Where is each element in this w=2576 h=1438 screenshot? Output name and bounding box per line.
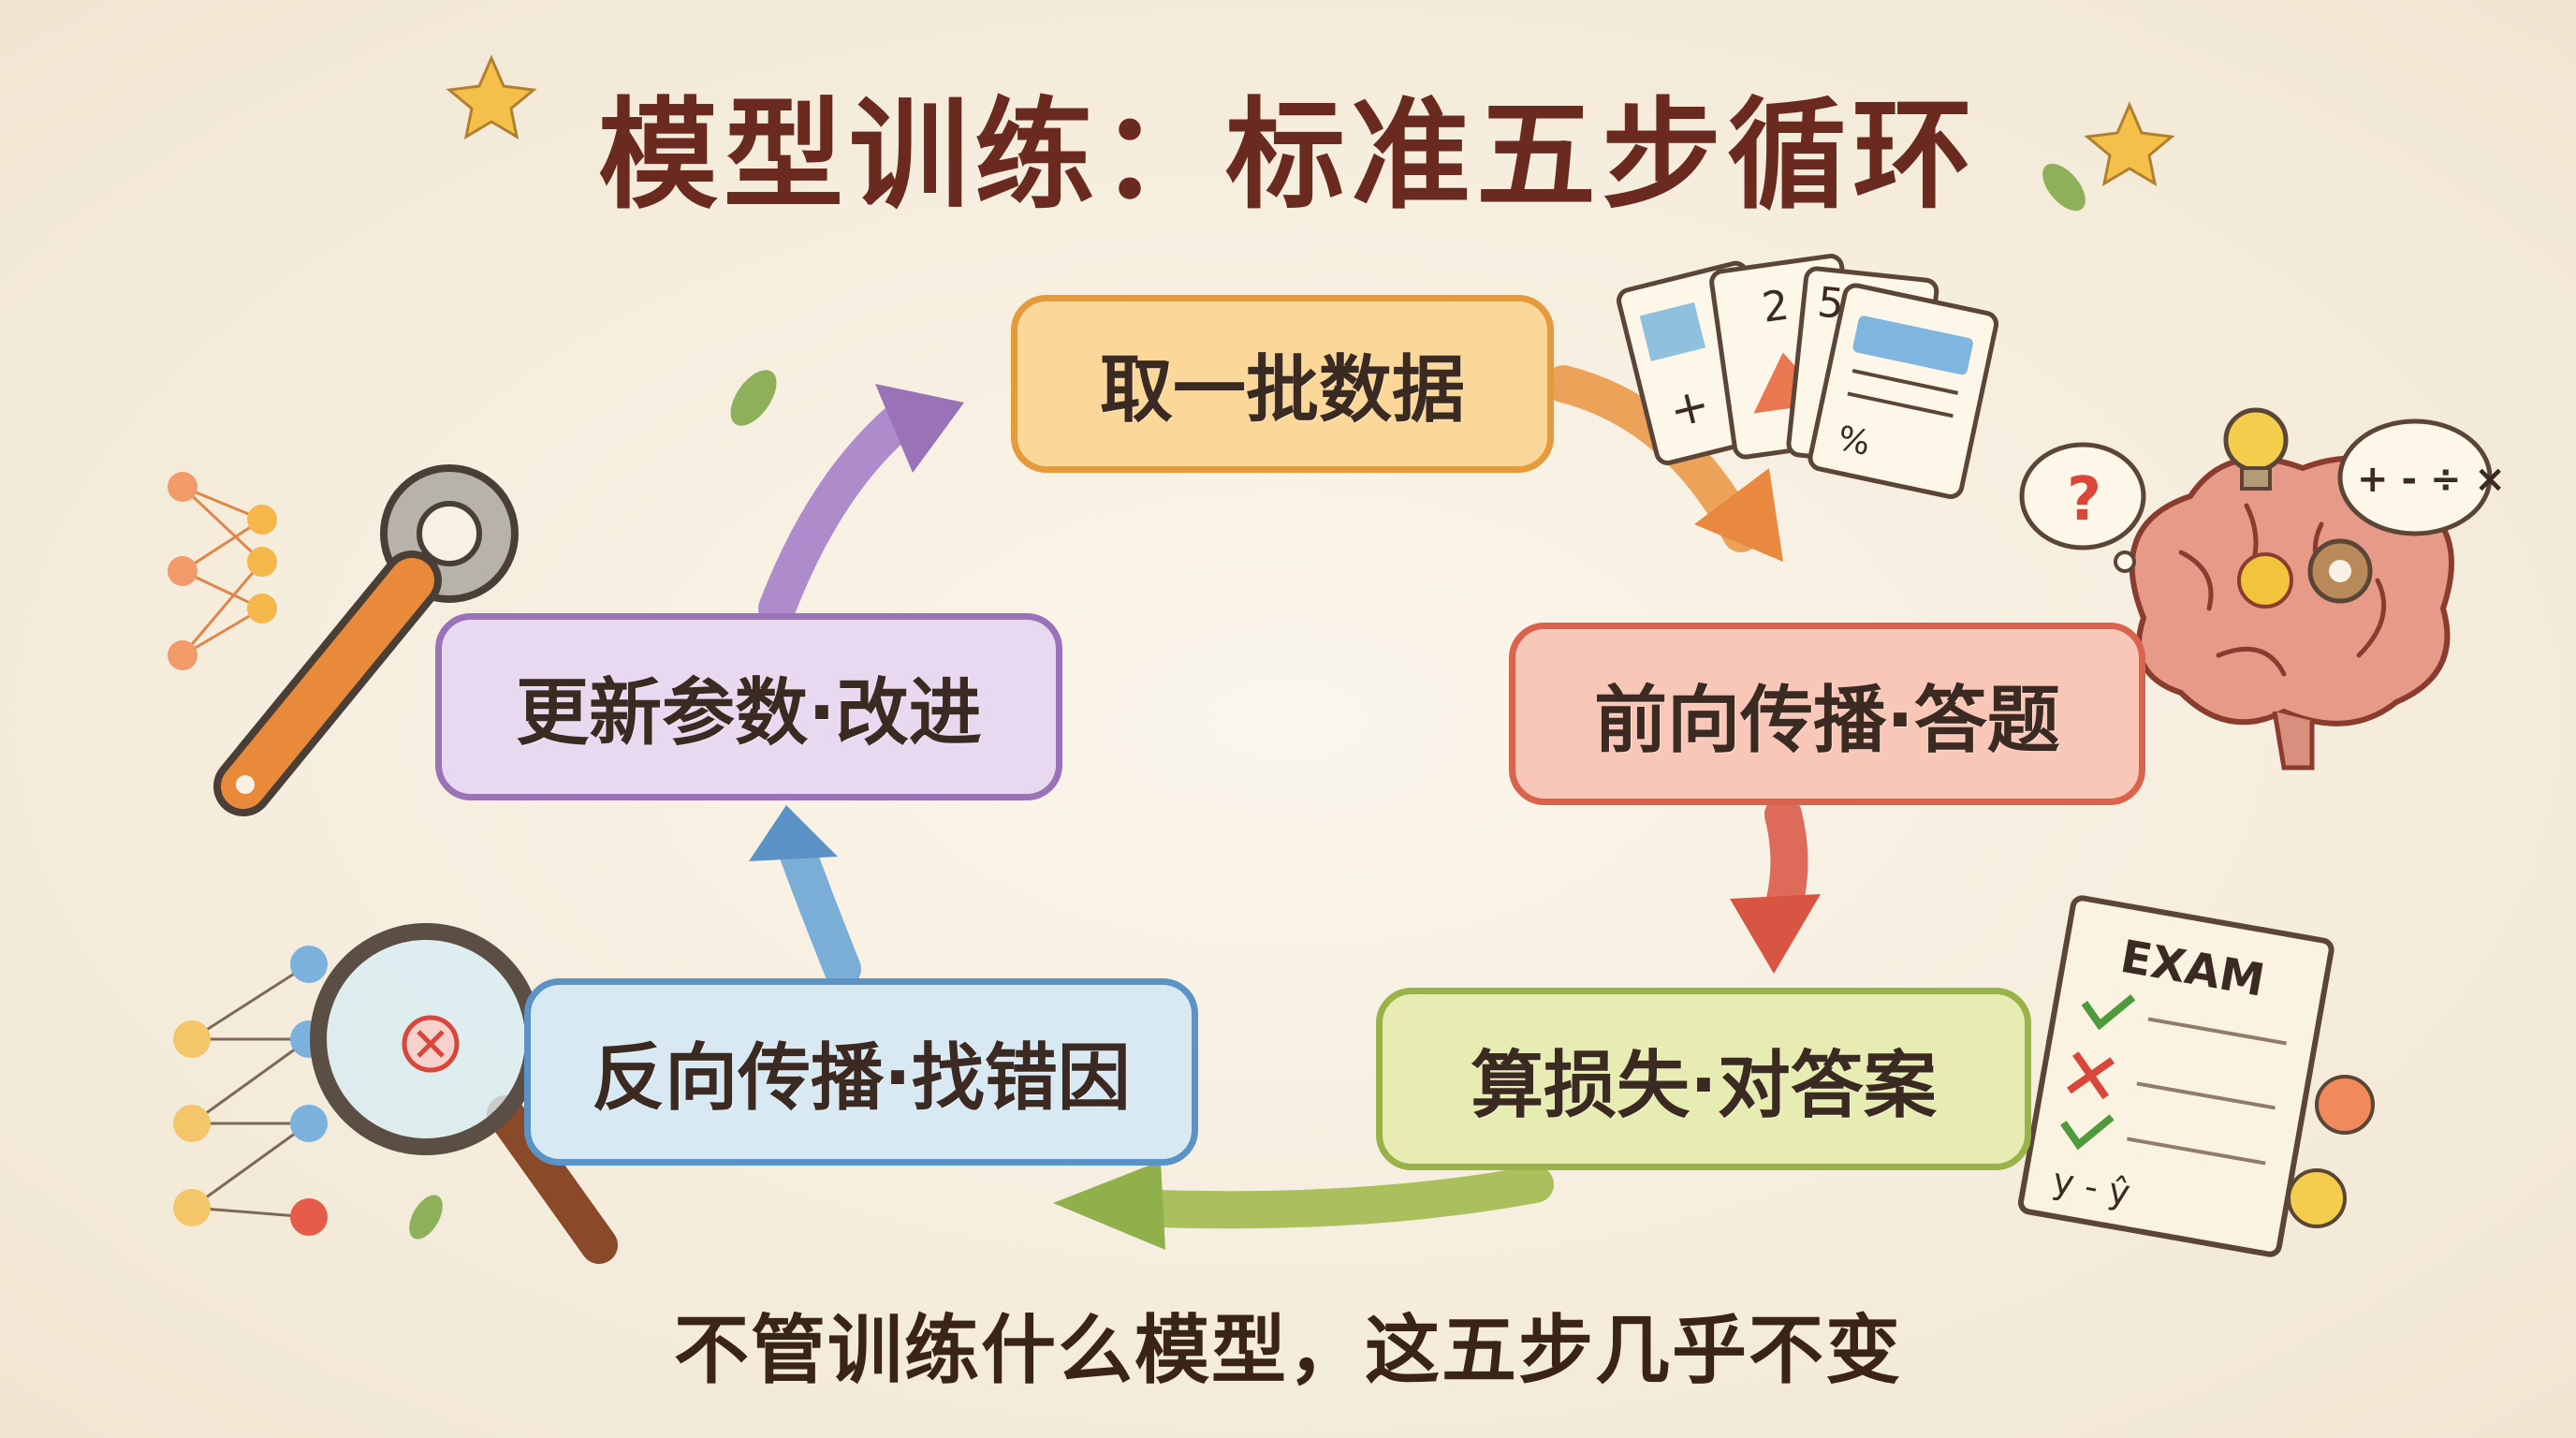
card-4-symbol: % — [1835, 419, 1874, 463]
smile-face-icon — [2287, 1168, 2347, 1228]
leaf-decorations — [409, 163, 2086, 1240]
step-fetch-batch-label: 取一批数据 — [1099, 348, 1465, 433]
step-backward-pass: 反向传播·找错因 — [524, 978, 1198, 1166]
step-backward-pass-label: 反向传播·找错因 — [592, 1036, 1131, 1121]
exam-paper-illustration: EXAM y - ŷ — [2017, 895, 2334, 1257]
step-fetch-batch: 取一批数据 — [1011, 295, 1554, 473]
diagram-title: 模型训练：标准五步循环 — [597, 86, 1978, 226]
step-forward-pass: 前向传播·答题 — [1509, 623, 2145, 805]
svg-text:?: ? — [2067, 465, 2101, 535]
arrow-loss-to-backward — [1053, 1161, 1554, 1250]
step-update-params: 更新参数·改进 — [435, 613, 1062, 800]
arrow-forward-to-loss — [1730, 796, 1821, 974]
calc-symbols: + - ÷ × — [2357, 458, 2506, 501]
footer-caption: 不管训练什么模型，这五步几乎不变 — [674, 1307, 1902, 1394]
thought-bubble-question: ? — [2019, 442, 2146, 573]
calculator-bubble: + - ÷ × — [2337, 418, 2506, 536]
data-cards-illustration: + 2 5 % — [1617, 254, 1999, 499]
lightbulb-icon — [2223, 407, 2289, 491]
backprop-network-icon — [173, 946, 328, 1236]
arrow-backward-to-update — [749, 805, 861, 988]
step-compute-loss: 算损失·对答案 — [1376, 988, 2031, 1170]
wrench-icon — [213, 464, 519, 816]
network-graph-icon — [168, 472, 277, 670]
step-update-params-label: 更新参数·改进 — [516, 671, 982, 756]
sparkle-decorations — [446, 54, 2175, 187]
step-compute-loss-label: 算损失·对答案 — [1471, 1043, 1937, 1128]
arrow-update-to-fetch — [758, 384, 964, 627]
step-forward-pass-label: 前向传播·答题 — [1594, 678, 2060, 763]
sad-face-icon — [2315, 1075, 2375, 1135]
